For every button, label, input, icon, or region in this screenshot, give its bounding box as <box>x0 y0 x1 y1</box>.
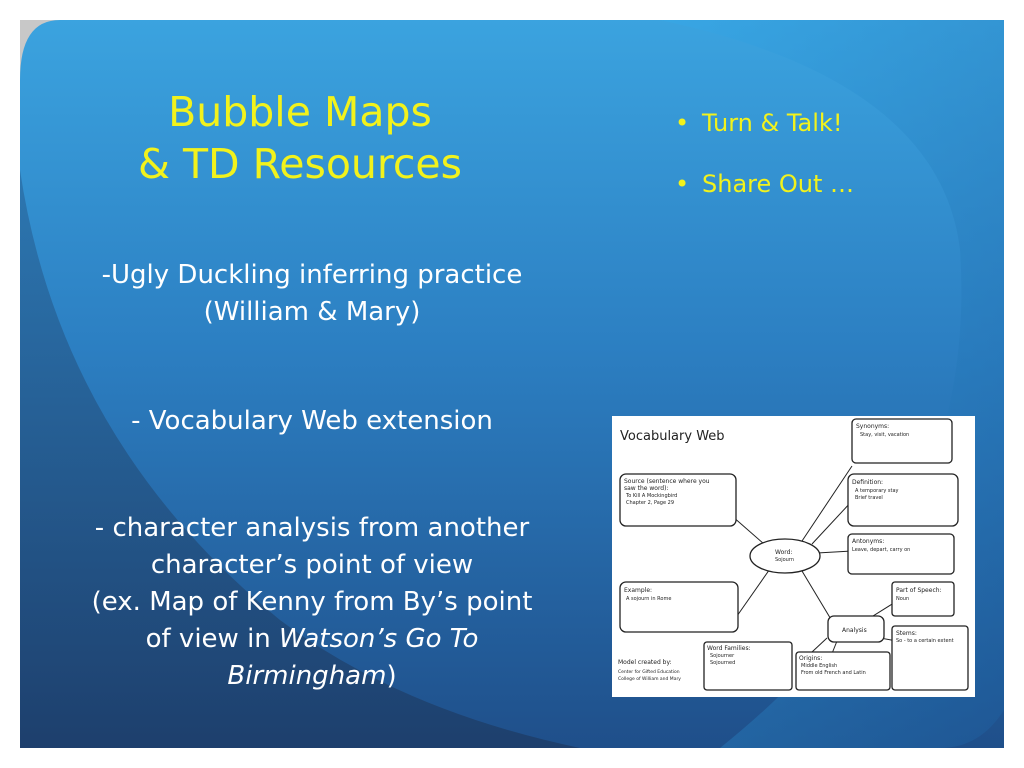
definition-value: Brief travel <box>855 495 883 501</box>
analysis-label: Analysis <box>842 627 867 634</box>
credit-text: Center for Gifted Education <box>618 669 680 675</box>
bullet-text: Turn & Talk! <box>702 109 843 137</box>
word-families-value: Sojourner <box>710 653 735 659</box>
analysis-box <box>827 615 885 643</box>
vocabulary-web-image: Vocabulary Web Synonyms: Stay, visit, va… <box>612 416 975 697</box>
title-line-2: & TD Resources <box>137 140 463 188</box>
bullet-text: Share Out … <box>702 170 855 198</box>
word-families-value: Sojourned <box>710 660 735 666</box>
stems-label: Stems: <box>896 630 917 637</box>
paragraph-character-analysis: - character analysis from another charac… <box>55 510 569 695</box>
origins-box <box>795 651 891 691</box>
paragraph-line: -Ugly Duckling inferring practice <box>101 260 523 290</box>
paragraph-text: of view in <box>145 624 280 654</box>
credit-text: Model created by: <box>618 659 672 666</box>
example-value: A sojourn in Rome <box>626 596 671 602</box>
origins-label: Origins: <box>799 655 822 662</box>
synonyms-label: Synonyms: <box>856 423 889 430</box>
paragraph-line: - character analysis from another <box>94 513 530 543</box>
word-ellipse <box>749 538 821 574</box>
paragraph-line: of view in Watson’s Go To <box>55 621 569 658</box>
source-label: saw the word): <box>624 485 668 492</box>
vocabulary-web-diagram: Vocabulary Web Synonyms: Stay, visit, va… <box>612 416 975 697</box>
definition-value: A temporary stay <box>855 488 899 494</box>
paragraph-line: character’s point of view <box>150 550 474 580</box>
synonyms-value: Stay, visit, vacation <box>860 432 909 438</box>
vocab-web-title: Vocabulary Web <box>620 429 725 444</box>
book-title-italic: Watson’s Go To <box>279 624 479 654</box>
origins-value: Middle English <box>801 663 837 669</box>
synonyms-box <box>851 418 953 464</box>
paragraph-ugly-duckling: -Ugly Duckling inferring practice (Willi… <box>55 257 569 331</box>
bullet-item-turn-talk: • Turn & Talk! <box>675 108 854 138</box>
part-of-speech-label: Part of Speech: <box>896 587 942 594</box>
paragraph-vocabulary-web: - Vocabulary Web extension <box>55 403 569 440</box>
paragraph-line: (William & Mary) <box>203 297 421 327</box>
paragraph-line: Birmingham) <box>55 658 569 695</box>
word-label: Word: <box>775 549 792 556</box>
paragraph-text: ) <box>386 661 397 691</box>
example-label: Example: <box>624 587 652 594</box>
word-value: Sojourn <box>775 557 794 563</box>
stems-box <box>891 625 969 691</box>
antonyms-label: Antonyms: <box>852 538 884 545</box>
stems-value: So - to a certain extent <box>896 638 954 644</box>
source-label: Source (sentence where you <box>624 478 710 485</box>
origins-value: From old French and Latin <box>801 670 866 676</box>
source-value: Chapter 2, Page 29 <box>626 500 674 506</box>
slide: Bubble Maps & TD Resources -Ugly Ducklin… <box>20 20 1004 748</box>
bullet-list: • Turn & Talk! • Share Out … <box>675 108 854 230</box>
bullet-dot-icon: • <box>675 170 690 198</box>
connector-lines <box>731 465 898 667</box>
credit-text: College of William and Mary <box>618 676 681 682</box>
part-of-speech-box <box>891 581 955 617</box>
definition-label: Definition: <box>852 479 883 486</box>
source-value: To Kill A Mockingbird <box>625 493 677 499</box>
bullet-dot-icon: • <box>675 109 690 137</box>
paragraph-line: (ex. Map of Kenny from By’s point <box>91 587 533 617</box>
word-families-label: Word Families: <box>707 645 751 652</box>
part-of-speech-value: Noun <box>896 596 909 602</box>
example-box <box>619 581 739 633</box>
bullet-item-share-out: • Share Out … <box>675 169 854 199</box>
title-line-1: Bubble Maps <box>168 88 432 136</box>
antonyms-box <box>847 533 955 575</box>
paragraph-line: - Vocabulary Web extension <box>131 406 493 436</box>
slide-title: Bubble Maps & TD Resources <box>80 86 520 190</box>
antonyms-value: Leave, depart, carry on <box>852 547 910 553</box>
source-box <box>619 473 737 527</box>
book-title-italic: Birmingham <box>227 661 387 691</box>
definition-box <box>847 473 959 527</box>
word-families-box <box>703 641 793 691</box>
